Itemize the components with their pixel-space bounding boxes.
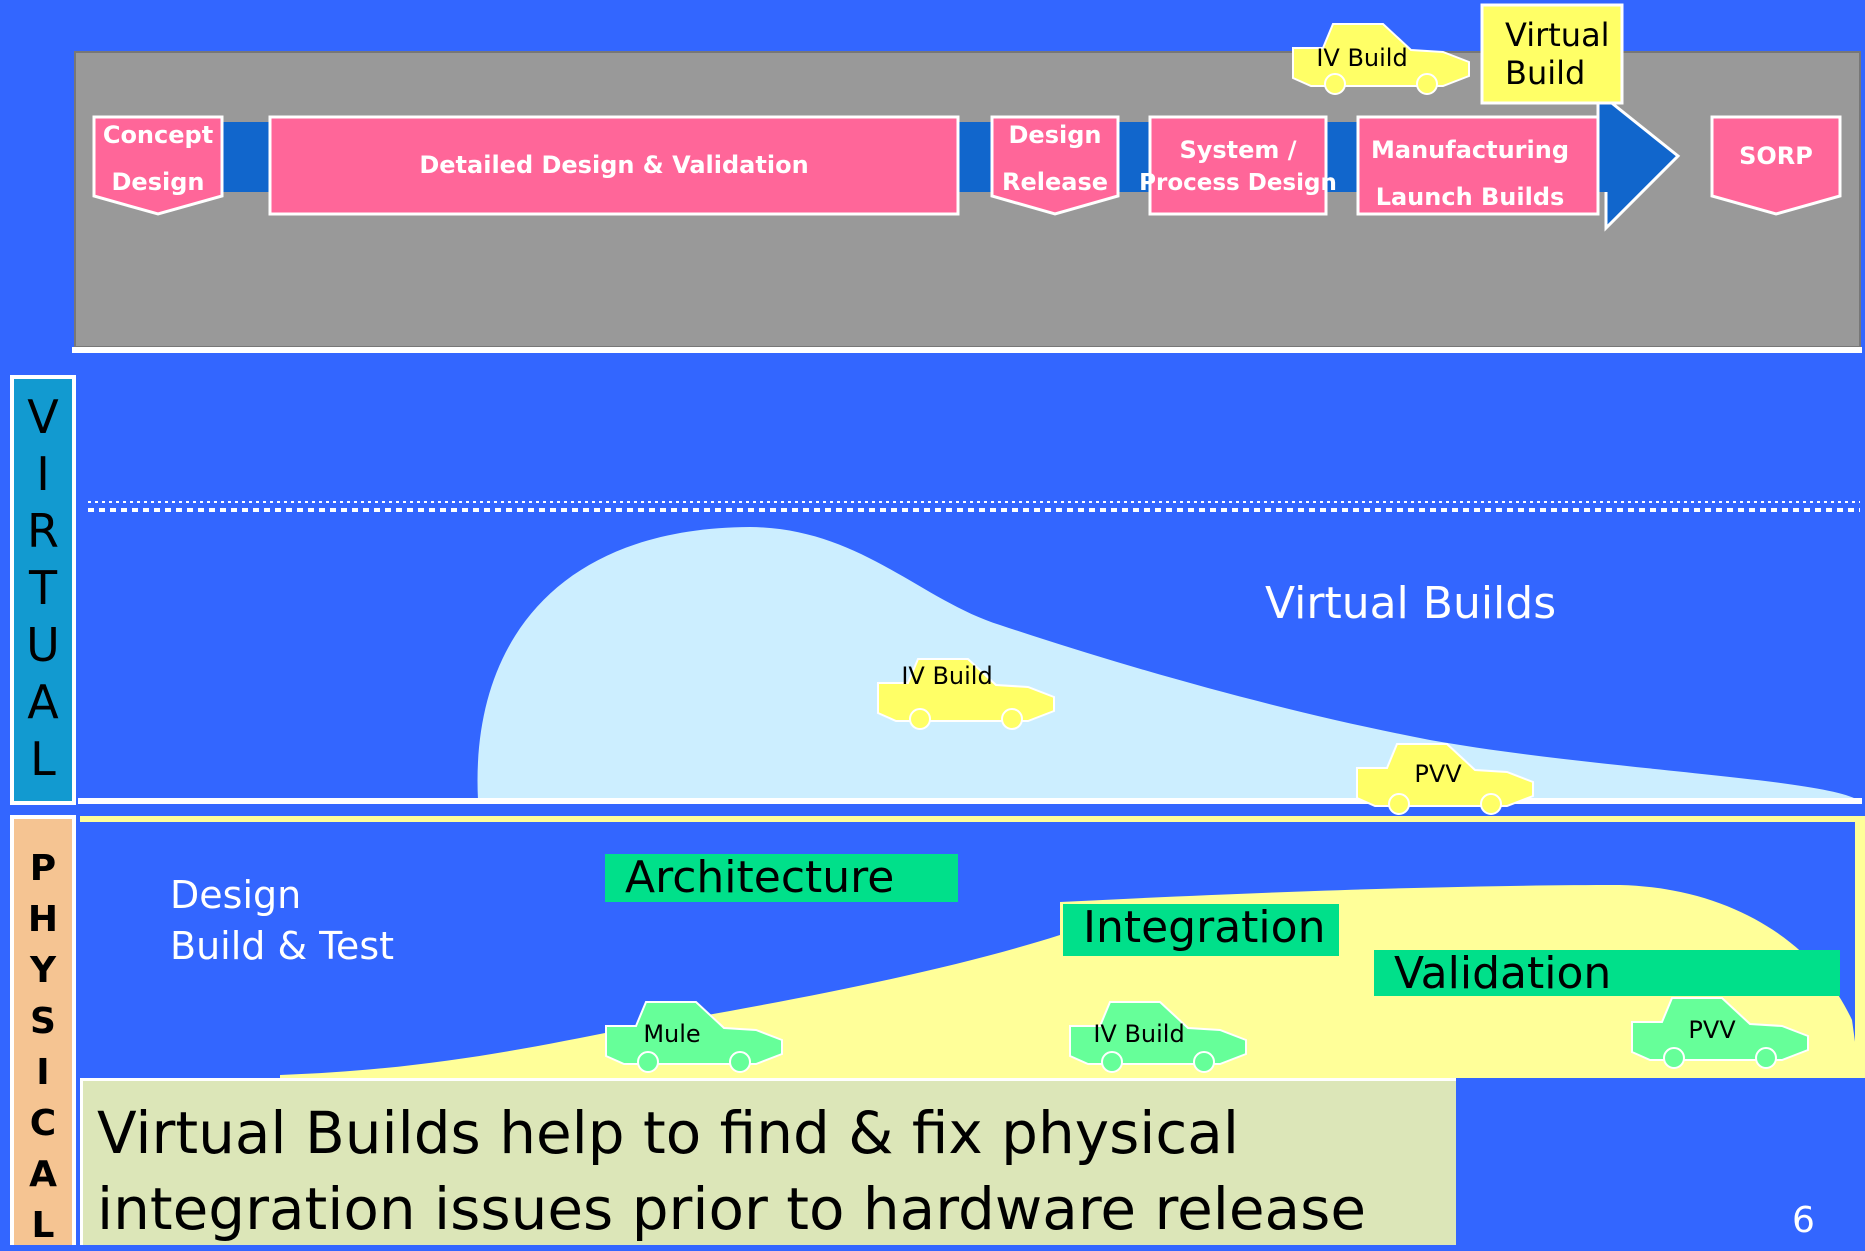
stage-label: System /	[1179, 136, 1296, 164]
phase-validation: Validation	[1374, 948, 1840, 999]
side-letter: L	[31, 1205, 55, 1246]
side-letter: A	[29, 1154, 57, 1195]
physical-side-label: P H Y S I C A L	[10, 815, 76, 1246]
panel-bottom-edge	[72, 347, 1862, 353]
phase-label: Architecture	[625, 852, 895, 903]
side-letter: R	[27, 504, 59, 558]
side-letter: V	[27, 390, 59, 444]
side-letter: A	[27, 675, 59, 729]
stage-detailed-design	[268, 115, 960, 216]
side-letter: S	[30, 1001, 56, 1042]
stage-label: Process Design	[1139, 170, 1337, 196]
stage-label: Launch Builds	[1376, 183, 1565, 211]
virtual-side-label: V I R T U A L	[10, 375, 76, 805]
stage-sorp	[1710, 115, 1842, 216]
physical-top-border	[80, 816, 1865, 822]
stage-label: Design	[112, 168, 205, 196]
callout-line: Build	[1505, 54, 1585, 92]
side-letter: T	[28, 561, 58, 615]
side-letter: C	[29, 1103, 57, 1144]
phase-integration: Integration	[1063, 904, 1339, 956]
summary-message: Virtual Builds help to find & fix physic…	[97, 1099, 1367, 1243]
stage-label: Concept	[103, 121, 213, 149]
virtual-builds-title: Virtual Builds	[1265, 578, 1557, 629]
car-label: PVV	[1414, 760, 1462, 788]
stage-system-process-design	[1148, 115, 1328, 216]
connector-1	[222, 122, 270, 192]
stage-label: Detailed Design & Validation	[419, 151, 808, 179]
connector-3	[1118, 122, 1150, 192]
side-letter: Y	[29, 950, 57, 991]
car-label: IV Build	[901, 662, 992, 690]
connector-4	[1326, 122, 1358, 192]
stage-label: SORP	[1739, 142, 1813, 170]
physical-right-border	[1855, 816, 1865, 1078]
stage-label: Manufacturing	[1371, 136, 1569, 164]
car-label: PVV	[1688, 1016, 1736, 1044]
design-build-test-label: Design Build & Test	[170, 873, 395, 968]
callout-line: Virtual	[1505, 16, 1610, 54]
car-label: IV Build	[1093, 1020, 1184, 1048]
side-letter: I	[36, 447, 50, 501]
stage-label: Design	[1009, 121, 1102, 149]
virtual-builds-curve	[477, 527, 1858, 800]
car-label: IV Build	[1316, 44, 1407, 72]
stage-label: Release	[1002, 168, 1108, 196]
virtual-baseline	[78, 798, 1862, 804]
side-letter: P	[29, 848, 57, 889]
summary-message-box: Virtual Builds help to find & fix physic…	[80, 1078, 1456, 1245]
page-number: 6	[1792, 1200, 1815, 1241]
virtual-build-callout	[1480, 3, 1624, 105]
side-letter: L	[30, 732, 56, 786]
phase-architecture: Architecture	[605, 854, 958, 902]
side-letter: I	[36, 1052, 50, 1093]
stage-concept-design	[92, 115, 224, 216]
side-letter: H	[27, 899, 59, 940]
connector-2	[958, 122, 992, 192]
car-label: Mule	[643, 1020, 700, 1048]
phase-label: Integration	[1083, 902, 1326, 953]
stage-design-release	[990, 115, 1120, 216]
stage-manufacturing-launch	[1356, 115, 1600, 216]
side-letter: U	[26, 618, 60, 672]
phase-label: Validation	[1394, 948, 1612, 999]
